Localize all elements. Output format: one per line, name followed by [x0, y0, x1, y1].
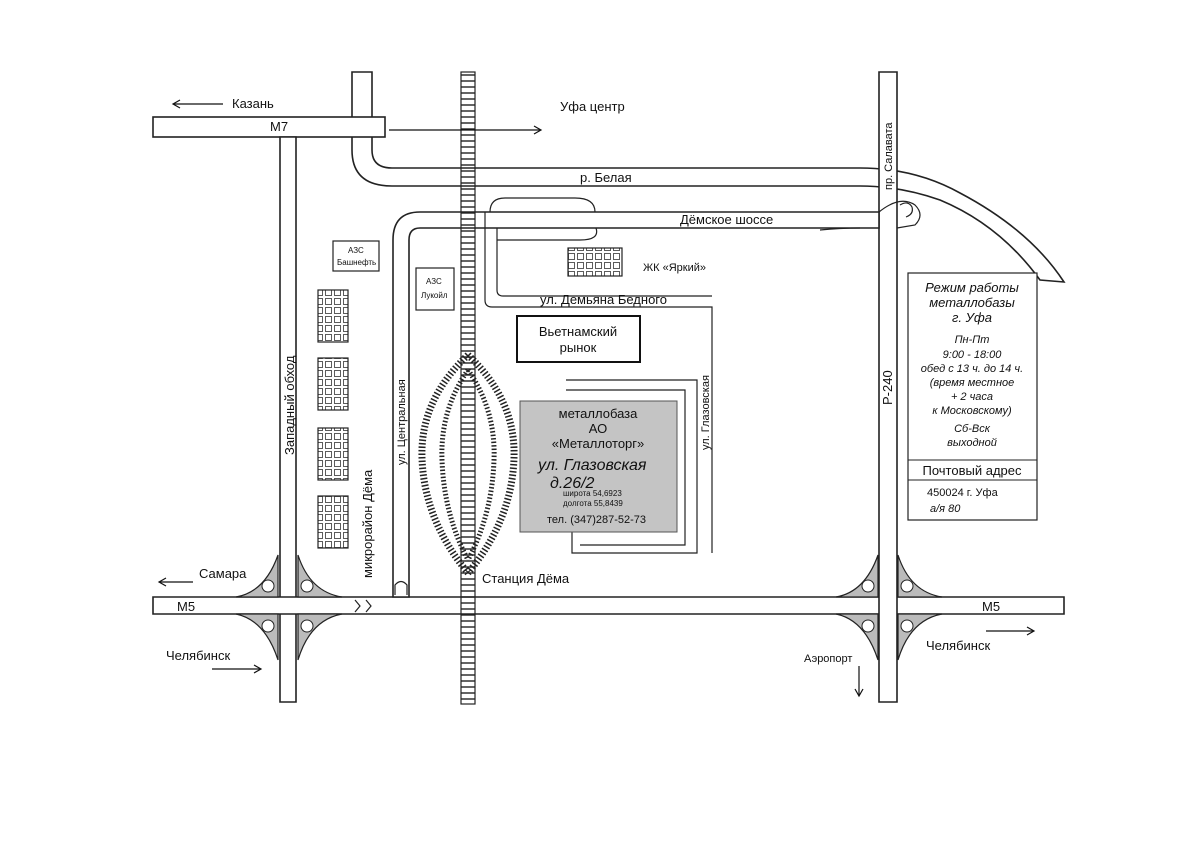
zhk-label: ЖК «Яркий» — [643, 262, 706, 274]
dir-ufa-center-label: Уфа центр — [560, 99, 625, 114]
metallobaza-line2: АО — [589, 421, 608, 436]
metallobaza-street: ул. Глазовская — [537, 457, 647, 474]
metallobaza-lat: широта 54,6923 — [563, 489, 622, 498]
road-bednogo-label: ул. Демьяна Бедного — [540, 292, 667, 307]
road-m5 — [152, 596, 1065, 615]
road-tsentralnaya — [392, 211, 880, 598]
road-loop-salavata-inner — [899, 202, 913, 218]
road-zapadny-obhod — [279, 136, 297, 703]
arrow-chelyabinsk-left — [212, 664, 263, 674]
road-glazovskaya-inner — [566, 389, 686, 546]
dir-chelyabinsk-left-label: Челябинск — [166, 648, 230, 663]
vietnamese-market — [516, 315, 641, 363]
road-zapadny-label: Западный обход — [282, 355, 297, 455]
dir-samara-label: Самара — [199, 566, 247, 581]
arrow-airport — [854, 666, 864, 698]
metallobaza-line3: «Металлоторг» — [552, 436, 645, 451]
road-m7-label: М7 — [270, 119, 288, 134]
residential-buildings — [317, 289, 349, 549]
info-weekdays: Пн-Пт — [955, 334, 990, 346]
railway-bypass-left-inner — [439, 368, 471, 562]
river-belaya — [351, 71, 1066, 283]
railway-bypass-right — [465, 352, 518, 576]
metallobaza-house: д.26/2 — [550, 475, 595, 492]
road-loop-top — [489, 197, 598, 241]
road-r240-label: Р-240 — [880, 370, 895, 405]
road-salavata-label: пр. Салавата — [883, 122, 895, 190]
azs-bashneft-line1: АЗС — [348, 246, 364, 255]
road-m7 — [152, 116, 386, 138]
interchange-left — [235, 554, 343, 661]
info-note2: + 2 часа — [951, 391, 993, 403]
dir-chelyabinsk-right-label: Челябинск — [926, 638, 990, 653]
zhk-building — [567, 247, 623, 277]
road-loop-salavata — [819, 200, 921, 231]
mikrorayon-label: микрорайон Дёма — [360, 469, 375, 578]
info-hours: 9:00 - 18:00 — [943, 349, 1003, 361]
azs-bashneft-line2: Башнефть — [337, 258, 376, 267]
metallobaza-block[interactable] — [519, 400, 678, 533]
info-postal-line2: а/я 80 — [930, 503, 961, 515]
info-postal-title: Почтовый адрес — [923, 463, 1022, 478]
info-lunch: обед с 13 ч. до 14 ч. — [921, 363, 1023, 375]
road-demskoe-label: Дёмское шоссе — [680, 212, 773, 227]
info-postal-line1: 450024 г. Уфа — [927, 487, 999, 499]
market-line2: рынок — [560, 340, 597, 355]
metallobaza-line1: металлобаза — [559, 406, 639, 421]
railway — [460, 71, 476, 705]
info-weekend: Сб-Вск — [954, 423, 991, 435]
station-label: Станция Дёма — [482, 571, 570, 586]
arrow-ufa-center — [389, 125, 543, 135]
road-m5-right-label: М5 — [982, 599, 1000, 614]
river-label: р. Белая — [580, 170, 632, 185]
info-note1: (время местное — [930, 377, 1014, 389]
dir-kazan-label: Казань — [232, 96, 274, 111]
road-bednogo-inner — [496, 228, 712, 297]
azs-lukoil-line2: Лукойл — [421, 291, 448, 300]
info-note3: к Московскому) — [932, 405, 1012, 417]
interchange-right — [835, 554, 943, 661]
info-title3: г. Уфа — [952, 310, 992, 325]
metallobaza-phone: тел. (347)287-52-73 — [547, 514, 646, 526]
road-glazovskaya-label: ул. Глазовская — [700, 375, 712, 450]
road-m5-left-label: М5 — [177, 599, 195, 614]
central-entry-marks — [354, 580, 408, 613]
info-title1: Режим работы — [925, 280, 1019, 295]
road-tsentralnaya-label: ул. Центральная — [396, 379, 408, 465]
azs-lukoil-line1: АЗС — [426, 277, 442, 286]
arrow-kazan — [171, 99, 223, 109]
road-bednogo — [484, 212, 713, 553]
railway-bypass-left — [418, 352, 471, 576]
info-weekend-status: выходной — [947, 437, 997, 449]
azs-bashneft — [332, 240, 380, 272]
dir-airport-label: Аэропорт — [804, 653, 852, 665]
railway-bypass-right-inner — [465, 368, 497, 562]
info-title2: металлобазы — [929, 295, 1015, 310]
metallobaza-lon: долгота 55,8439 — [563, 499, 623, 508]
road-r240 — [878, 71, 898, 703]
market-line1: Вьетнамский — [539, 324, 617, 339]
arrow-chelyabinsk-right — [986, 626, 1036, 636]
road-glazovskaya — [566, 379, 698, 554]
azs-lukoil — [415, 267, 455, 311]
arrow-samara — [157, 577, 193, 587]
info-box — [907, 272, 1038, 521]
